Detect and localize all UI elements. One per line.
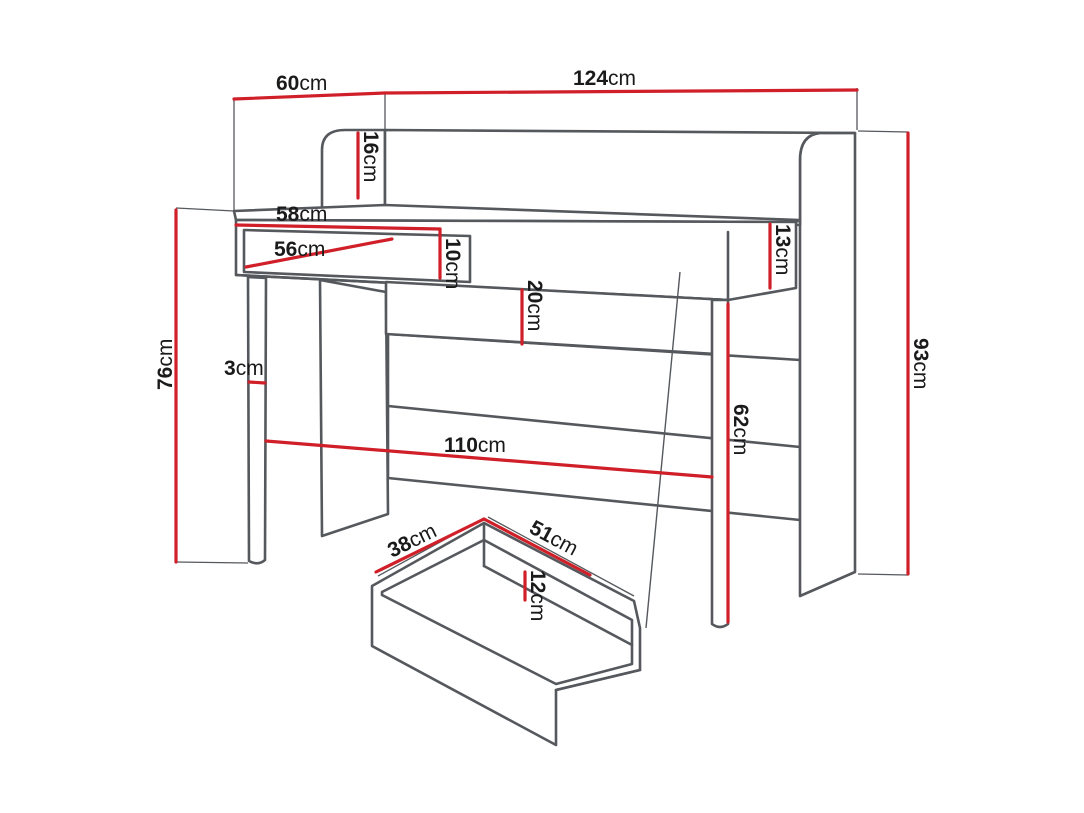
dimension-lines (174, 88, 910, 624)
drawer-front-top (554, 668, 642, 692)
label-10: 10cm (441, 238, 464, 289)
label-13: 13cm (771, 224, 794, 275)
dim-line-60 (232, 91, 387, 101)
label-60: 60cm (276, 72, 327, 95)
left-upper-panel (320, 128, 387, 210)
label-124: 124cm (573, 67, 636, 90)
label-3: 3cm (224, 357, 264, 380)
top-front-box (234, 218, 798, 302)
desk-top-surface (232, 203, 802, 224)
right-front-leg (710, 298, 730, 629)
back-panel-rail (386, 404, 802, 449)
label-93: 93cm (909, 338, 932, 389)
dim-line-56 (244, 237, 394, 269)
label-110: 110cm (444, 434, 506, 457)
label-20: 20cm (523, 280, 546, 331)
upper-back-board (383, 128, 857, 227)
label-12: 12cm (526, 570, 549, 621)
dim-line-110 (264, 439, 714, 479)
label-58: 58cm (276, 203, 327, 226)
dim-line-3 (247, 380, 267, 385)
drawer-box (370, 521, 642, 747)
left-side-panel (318, 278, 390, 538)
label-62: 62cm (729, 404, 752, 455)
open-shelf (242, 228, 472, 284)
right-side-panel (798, 131, 857, 598)
label-76: 76cm (154, 339, 177, 390)
drawer-guide-line (645, 271, 681, 629)
drawer-outline (370, 521, 642, 747)
dim-line-58 (234, 223, 442, 231)
left-front-leg (246, 275, 268, 565)
desk-outline (232, 128, 857, 629)
label-16: 16cm (359, 131, 382, 182)
drawer-inner-floor (482, 564, 634, 647)
label-56: 56cm (274, 238, 325, 261)
dim-line-51 (482, 517, 592, 577)
dim-line-124 (383, 88, 859, 95)
dim-line-38 (374, 517, 486, 574)
